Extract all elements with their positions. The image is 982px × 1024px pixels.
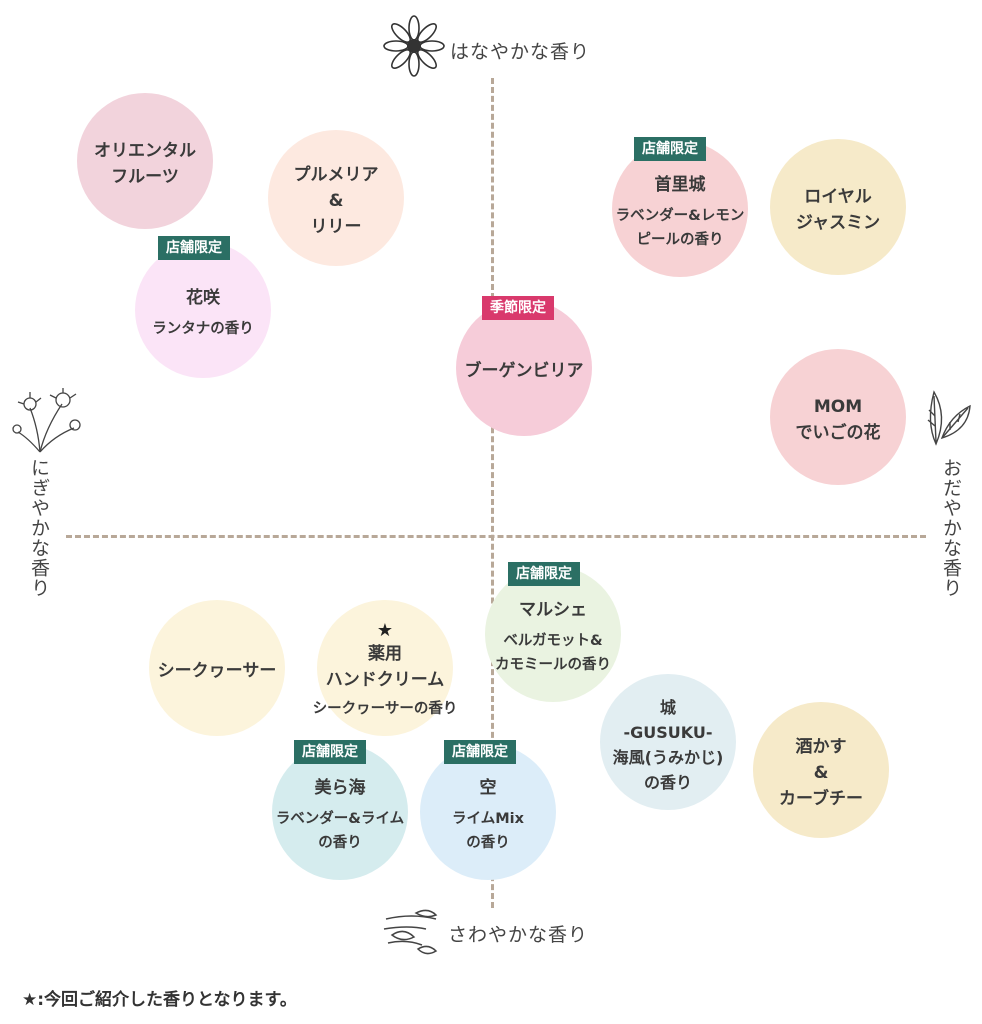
scent-subtitle: ベルガモット& カモミールの香り (495, 633, 611, 673)
axis-label-top: はなやかな香り (450, 41, 591, 63)
scent-subtitle: ラベンダー&ライム の香り (275, 811, 405, 851)
scent-plumeria-lily: プルメリア & リリー (268, 130, 404, 266)
axis-label-right: おだやかな香り (940, 458, 962, 598)
scent-name: 酒かす & カーブチー (779, 737, 863, 809)
wind-leaves-icon (383, 909, 438, 955)
axis-label-bottom: さわやかな香り (448, 924, 589, 946)
footnote: ★:今回ご紹介した香りとなります。 (22, 990, 297, 1010)
store-limited-badge: 店舗限定 (634, 137, 706, 161)
scent-name: シークヮーサー (157, 661, 277, 681)
season-limited-badge: 季節限定 (482, 296, 554, 320)
scent-subtitle: ランタナの香り (152, 321, 254, 337)
dandelion-icon (12, 388, 81, 453)
scent-hand-cream: ★ 薬用 ハンドクリーム シークヮーサーの香り (313, 600, 457, 736)
leaves-icon (927, 390, 971, 446)
star-icon: ★ (376, 620, 394, 641)
scent-sakekasu: 酒かす & カーブチー (753, 702, 889, 838)
scent-name: マルシェ (519, 600, 587, 620)
scent-subtitle: シークヮーサーの香り (312, 701, 458, 717)
vertical-axis (491, 78, 494, 908)
scent-marche: マルシェ ベルガモット& カモミールの香り (485, 566, 621, 702)
store-limited-badge: 店舗限定 (508, 562, 580, 586)
axis-label-left: にぎやかな香り (28, 458, 50, 598)
scent-mom-deigo: MOM でいごの花 (770, 349, 906, 485)
scent-name: ロイヤル ジャスミン (795, 187, 881, 233)
store-limited-badge: 店舗限定 (294, 740, 366, 764)
scent-oriental-fruits: オリエンタル フルーツ (77, 93, 213, 229)
scent-sora: 空 ライムMix の香り (420, 744, 556, 880)
scent-gusuku: 城 -GUSUKU- 海風(うみかじ) の香り (600, 674, 736, 810)
scent-shikuwasa: シークヮーサー (149, 600, 285, 736)
scent-name: 美ら海 (314, 778, 366, 798)
scent-name: 首里城 (654, 175, 706, 195)
scent-name: プルメリア & リリー (293, 165, 379, 237)
daisy-flower-icon (383, 15, 445, 77)
scent-name: オリエンタル フルーツ (94, 141, 196, 187)
store-limited-badge: 店舗限定 (158, 236, 230, 260)
scent-hanasaki: 花咲 ランタナの香り (135, 242, 271, 378)
scent-subtitle: ライムMix の香り (452, 811, 524, 851)
scent-royal-jasmine: ロイヤル ジャスミン (770, 139, 906, 275)
scent-subtitle: ラベンダー&レモン ピールの香り (615, 208, 745, 248)
scent-name: 花咲 (186, 288, 220, 308)
scent-name: ブーゲンビリア (464, 361, 584, 381)
scent-name: 城 -GUSUKU- 海風(うみかじ) の香り (612, 698, 724, 792)
store-limited-badge: 店舗限定 (444, 740, 516, 764)
horizontal-axis (66, 535, 926, 538)
scent-shurijo: 首里城 ラベンダー&レモン ピールの香り (612, 141, 748, 277)
scent-name: 空 (479, 778, 497, 798)
scent-name: 薬用 ハンドクリーム (325, 644, 445, 690)
scent-churaumi: 美ら海 ラベンダー&ライム の香り (272, 744, 408, 880)
scent-bougainvillea: ブーゲンビリア (456, 300, 592, 436)
scent-name: MOM でいごの花 (795, 397, 881, 443)
